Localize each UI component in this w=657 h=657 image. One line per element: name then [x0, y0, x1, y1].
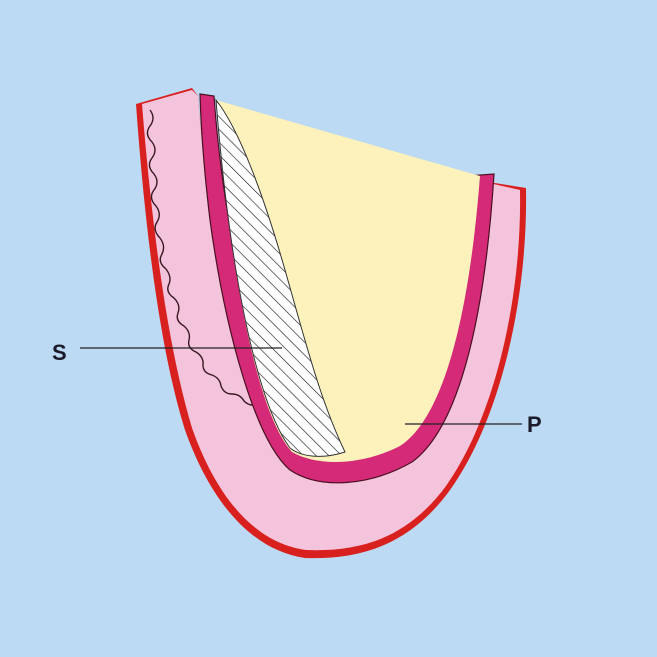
label-s: S — [52, 340, 67, 365]
hatched-region — [215, 98, 346, 457]
label-p: P — [527, 412, 542, 437]
